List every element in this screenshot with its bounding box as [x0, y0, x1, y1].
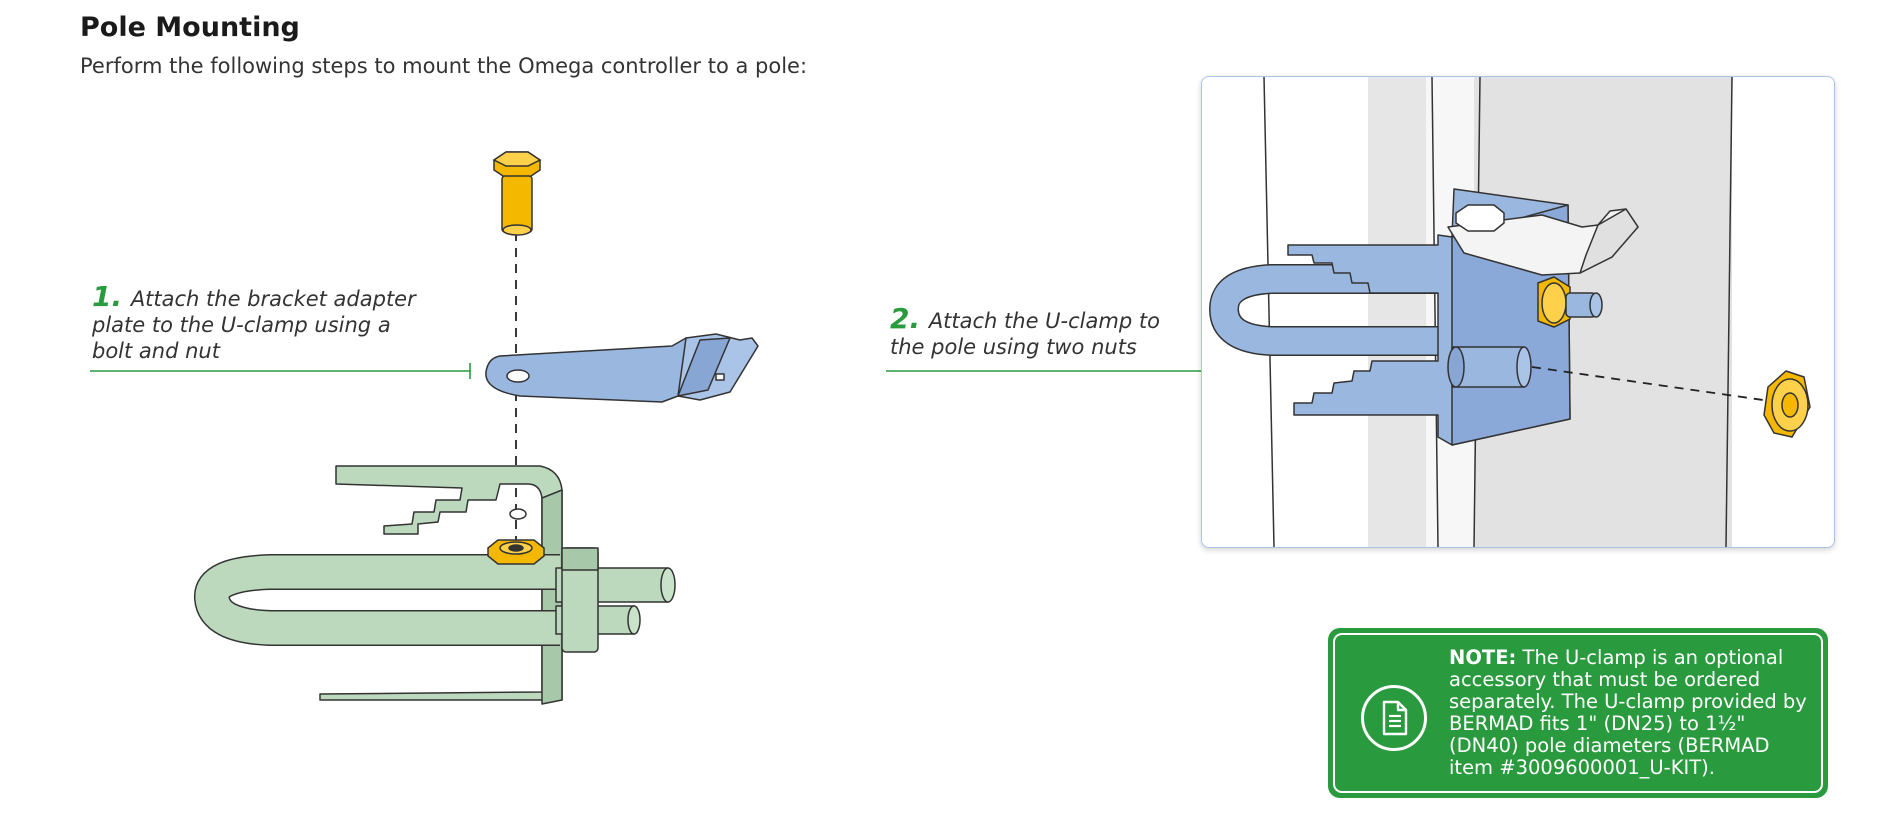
note-text: NOTE: The U-clamp is an optional accesso… — [1449, 647, 1819, 779]
bolt-icon — [492, 151, 542, 236]
step-2-text: Attach the U-clamp to the pole using two… — [890, 309, 1160, 359]
step-2-instruction: 2. Attach the U-clamp to the pole using … — [890, 305, 1250, 360]
note-body: The U-clamp is an optional accessory tha… — [1449, 646, 1807, 779]
step-1-number: 1. — [92, 280, 123, 313]
note-box: NOTE: The U-clamp is an optional accesso… — [1328, 628, 1828, 798]
page-title: Pole Mounting — [80, 12, 300, 43]
note-border: NOTE: The U-clamp is an optional accesso… — [1333, 633, 1823, 793]
step-1-instruction: 1. Attach the bracket adapter plate to t… — [92, 283, 452, 364]
nut-icon — [487, 539, 545, 565]
u-clamp-bracket — [194, 465, 676, 705]
assembled-view-illustration — [1201, 76, 1835, 548]
bracket-adapter-plate — [485, 333, 759, 403]
document-icon — [1361, 685, 1427, 751]
step-1-text: Attach the bracket adapter plate to the … — [92, 287, 416, 363]
note-label: NOTE: — [1449, 646, 1517, 669]
loose-nut-icon — [1763, 370, 1811, 438]
step-2-number: 2. — [890, 302, 921, 335]
intro-text: Perform the following steps to mount the… — [80, 54, 808, 78]
